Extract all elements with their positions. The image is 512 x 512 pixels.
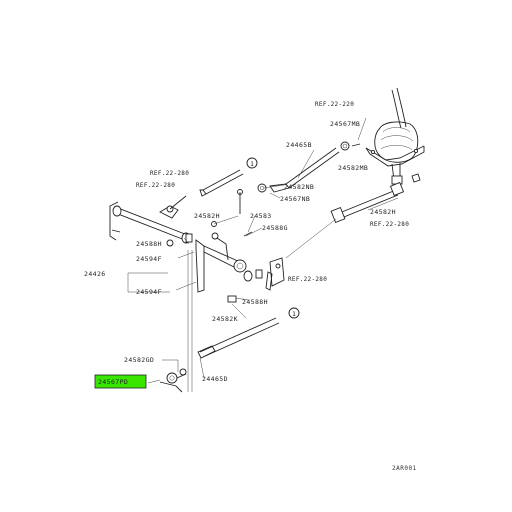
ref-22-280-label-c[interactable]: REF.22-280	[370, 221, 409, 228]
ref-22-280-label-d[interactable]: REF.22-280	[288, 276, 327, 283]
part-24588g-label[interactable]: 24588G	[262, 224, 288, 232]
part-24594f-top-label[interactable]: 24594F	[136, 255, 162, 263]
callout-number-1-bottom: 1	[292, 310, 296, 318]
cross-shaft-assembly[interactable]	[109, 189, 263, 303]
part-24594f-bottom-label[interactable]: 24594F	[136, 288, 162, 296]
callout-number-1-top: 1	[250, 160, 254, 168]
callout-marker-1-top	[246, 157, 258, 169]
part-24588h-left-label[interactable]: 24588H	[136, 240, 162, 248]
part-24567mb-label[interactable]: 24567MB	[330, 120, 360, 128]
shift-rod-upper[interactable]	[257, 141, 361, 193]
ref-22-220-label[interactable]: REF.22-220	[315, 101, 354, 108]
part-24582k-label[interactable]: 24582K	[212, 315, 238, 323]
diagram-code: 2AR001	[392, 465, 417, 472]
link-rod-right[interactable]	[285, 173, 421, 259]
shift-rod-left[interactable]	[199, 157, 258, 197]
part-24582mb-label[interactable]: 24582MB	[338, 164, 368, 172]
part-24583-label[interactable]: 24583	[250, 212, 272, 220]
ball-joint-lower[interactable]	[159, 368, 187, 393]
ref-22-280-label-b[interactable]: REF.22-280	[136, 182, 175, 189]
callout-marker-1-bottom	[288, 307, 300, 319]
part-24567nb-label[interactable]: 24567NB	[280, 195, 310, 203]
part-24465b-label[interactable]: 24465B	[286, 141, 312, 149]
part-24465d-label[interactable]: 24465D	[202, 375, 228, 383]
part-24426-label[interactable]: 24426	[84, 270, 106, 278]
ref-22-280-label-a[interactable]: REF.22-280	[150, 170, 189, 177]
part-24588h-right-label[interactable]: 24588H	[242, 298, 268, 306]
part-24567pd-highlight[interactable]: 24567PD	[94, 374, 147, 389]
part-24582gd-label[interactable]: 24582GD	[124, 356, 154, 364]
part-24582h-top-label[interactable]: 24582H	[194, 212, 220, 220]
part-24582h-right-label[interactable]: 24582H	[370, 208, 396, 216]
shift-lever-assembly[interactable]	[365, 87, 425, 185]
part-24582nb-label[interactable]: 24582NB	[284, 183, 314, 191]
bracket-lower-right[interactable]	[265, 257, 285, 291]
shift-rod-lower[interactable]	[197, 307, 300, 359]
part-24567pd-label[interactable]: 24567PD	[98, 378, 128, 386]
